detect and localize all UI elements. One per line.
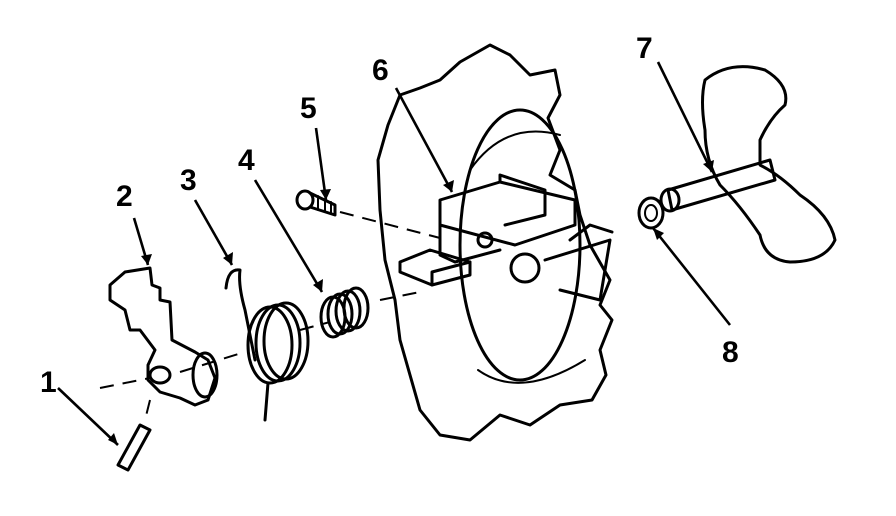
part-8-washer [637, 196, 665, 230]
part-1-roll-pin [116, 423, 152, 472]
callout-4: 4 [238, 144, 255, 177]
callout-6: 6 [372, 54, 389, 87]
callout-3: 3 [180, 164, 197, 197]
callout-2: 2 [116, 180, 133, 213]
assembly-axis-line [99, 291, 421, 389]
callout-7: 7 [636, 32, 653, 65]
part-2-latch-cam [108, 266, 219, 407]
part-6-mounting-plate [376, 43, 614, 442]
part-3-torsion-spring [224, 268, 310, 422]
leader-lines [57, 61, 732, 446]
part-4-small-coil-spring [319, 286, 370, 339]
callout-1: 1 [40, 366, 57, 399]
callout-8: 8 [722, 336, 739, 369]
callout-5: 5 [300, 92, 317, 125]
pin-axis-line [144, 399, 151, 421]
part-5-screw [295, 189, 337, 217]
part-7-key-handle [659, 65, 837, 264]
screw-axis-line [339, 211, 441, 239]
